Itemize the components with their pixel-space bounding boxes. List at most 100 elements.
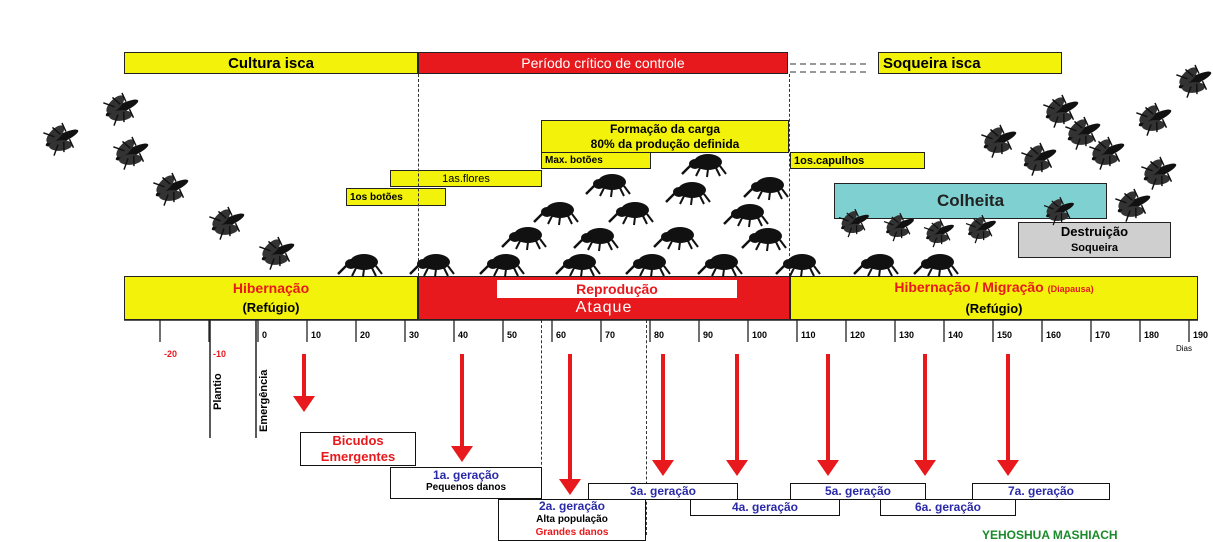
capulhos-label: 1os.capulhos: [794, 154, 865, 167]
weevil-icon: [409, 254, 455, 278]
bicudos-emergentes-box: Bicudos Emergentes: [300, 432, 416, 466]
tick-label: 150: [997, 330, 1013, 340]
formacao-carga-box: Formação da carga 80% da produção defini…: [541, 120, 789, 153]
soqueira-isca-bar: Soqueira isca: [878, 52, 1062, 74]
hibernacao-migracao-label: Hibernação / Migração: [894, 279, 1044, 295]
refugio-right-label: (Refúgio): [965, 301, 1023, 316]
colheita-label: Colheita: [936, 191, 1005, 210]
formacao-label-2: 80% da produção definida: [590, 136, 740, 151]
moth-icon: [883, 212, 914, 242]
moth-icon: [103, 92, 139, 126]
tick-label: 120: [850, 330, 866, 340]
axis-unit: Dias: [1176, 344, 1193, 353]
tick-label: 190: [1193, 330, 1209, 340]
hibernacao-migracao-phase: Hibernação / Migração (Diapausa) (Refúgi…: [790, 276, 1198, 320]
g1-sub: Pequenos danos: [425, 482, 506, 493]
generation-7-box: 7a. geração: [972, 483, 1110, 500]
tick-label: 110: [801, 330, 816, 340]
moth-icon: [43, 122, 79, 156]
moth-icon: [923, 218, 954, 248]
down-arrow-head-icon: [293, 396, 315, 412]
tick-label: 10: [311, 330, 322, 340]
reproducao-label: Reprodução: [576, 281, 658, 297]
weevil-icon: [681, 154, 727, 178]
moth-icon: [1115, 188, 1151, 222]
g3-label: 3a. geração: [629, 484, 697, 498]
flores-box: 1as.flores: [390, 170, 542, 187]
arrows-group: [293, 354, 1019, 495]
periodo-critico-bar: Período crítico de controle: [418, 52, 788, 74]
generation-5-box: 5a. geração: [790, 483, 926, 500]
weevil-icon: [665, 182, 711, 206]
moth-icon: [838, 208, 869, 238]
weevil-icon: [775, 254, 821, 278]
axis-ticks: [124, 319, 1198, 342]
weevil-icon: [853, 254, 899, 278]
tick-label: 80: [654, 330, 665, 340]
cultura-isca-bar: Cultura isca: [124, 52, 418, 74]
generation-2-box: 2a. geração Alta população Grandes danos: [498, 499, 646, 541]
soqueira-isca-label: Soqueira isca: [883, 54, 981, 72]
weevil-icon: [555, 254, 601, 278]
down-arrow-head-icon: [997, 460, 1019, 476]
moth-icon: [1043, 196, 1074, 226]
generation-6-box: 6a. geração: [880, 499, 1016, 516]
down-arrow-head-icon: [914, 460, 936, 476]
g7-label: 7a. geração: [1007, 484, 1075, 498]
periodo-critico-label: Período crítico de controle: [521, 55, 685, 71]
weevil-icon: [653, 227, 699, 251]
destruicao-label-2: Soqueira: [1070, 242, 1119, 254]
down-arrow-head-icon: [559, 479, 581, 495]
generation-4-box: 4a. geração: [690, 499, 840, 516]
moth-icon: [981, 124, 1017, 158]
moth-icon: [209, 206, 245, 240]
weevil-icon: [723, 204, 769, 228]
g2-sub1: Alta população: [536, 514, 608, 525]
tick-label: 170: [1095, 330, 1111, 340]
weevil-icon: [743, 177, 789, 201]
moth-icon: [153, 172, 189, 206]
generation-1-box: 1a. geração Pequenos danos: [390, 467, 542, 499]
g6-label: 6a. geração: [914, 500, 982, 514]
generation-3-box: 3a. geração: [588, 483, 738, 500]
moth-icon: [965, 214, 996, 244]
destruicao-box: Destruição Soqueira: [1018, 222, 1171, 258]
moth-icon: [1141, 156, 1177, 190]
tick-label: 0: [262, 330, 268, 340]
tick-label: 180: [1144, 330, 1160, 340]
tick-label: 50: [507, 330, 518, 340]
moth-icon: [113, 136, 149, 170]
tick-label: 160: [1046, 330, 1062, 340]
diapausa-label: (Diapausa): [1047, 284, 1094, 294]
weevil-icon: [573, 228, 619, 252]
weevil-icon: [625, 254, 671, 278]
destruicao-label-1: Destruição: [1060, 224, 1129, 239]
weevil-icon: [533, 202, 579, 226]
moth-icon: [1089, 136, 1125, 170]
critical-end-line: [789, 74, 790, 276]
day-80-line: [646, 320, 647, 535]
g2-label: 2a. geração: [538, 499, 606, 513]
bicudos-label-1: Bicudos: [332, 433, 384, 448]
botoes-label: 1os botões: [350, 191, 403, 203]
down-arrow-head-icon: [652, 460, 674, 476]
bicudos-label-2: Emergentes: [320, 449, 396, 464]
hibernacao-migracao-row: Hibernação / Migração (Diapausa): [894, 278, 1093, 299]
down-arrow-head-icon: [726, 460, 748, 476]
reproducao-phase: Reprodução Ataque: [418, 276, 790, 320]
capulhos-box: 1os.capulhos: [790, 152, 925, 169]
moth-icon: [1065, 116, 1101, 150]
g5-label: 5a. geração: [824, 484, 892, 498]
weevil-icon: [585, 174, 631, 198]
down-arrow-head-icon: [817, 460, 839, 476]
tick-label: 130: [899, 330, 915, 340]
tick-label: 70: [605, 330, 616, 340]
tick-label: 60: [556, 330, 567, 340]
ataque-label: Ataque: [575, 299, 633, 316]
critical-start-line: [418, 74, 419, 276]
moth-icon: [1136, 102, 1172, 136]
weevil-icon: [337, 254, 383, 278]
formacao-label-1: Formação da carga: [609, 121, 721, 136]
